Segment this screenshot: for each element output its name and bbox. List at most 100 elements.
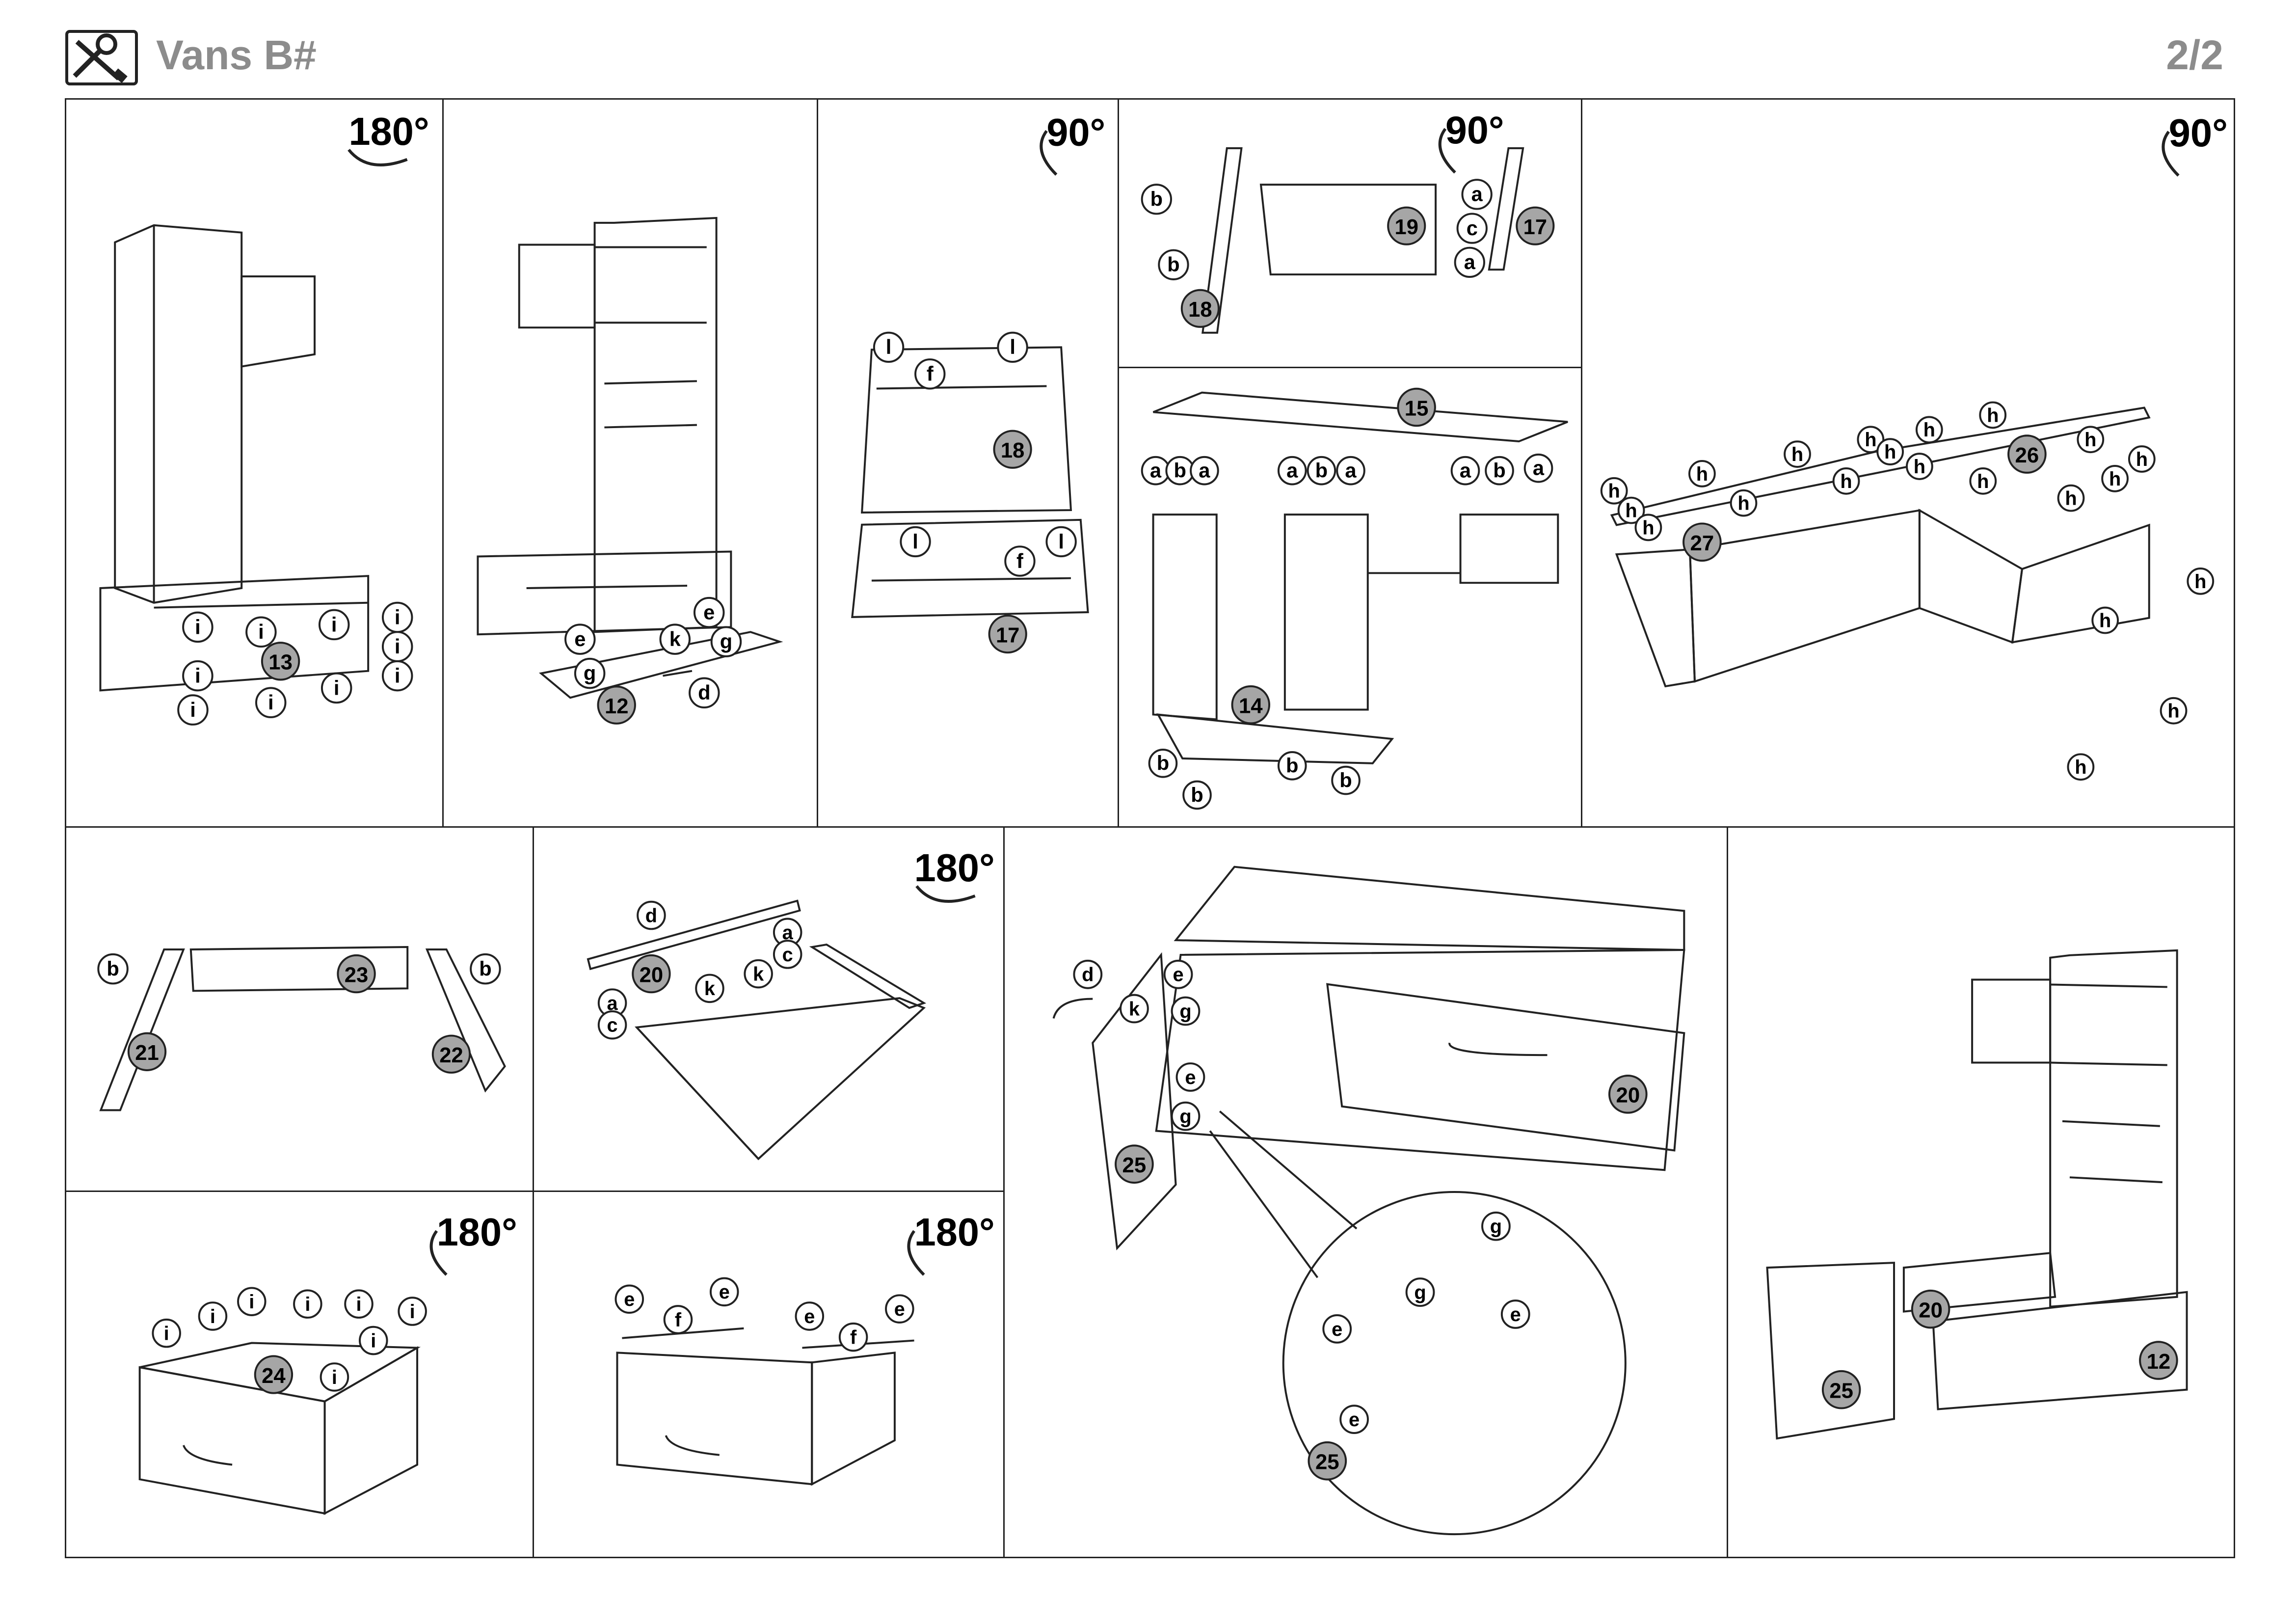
part-22-label: 22 (439, 1043, 463, 1067)
part-12-label-2: 12 (2147, 1350, 2171, 1374)
svg-text:i: i (395, 635, 400, 658)
step-2-panel: 12 e g e k g d (442, 98, 818, 828)
svg-text:b: b (1493, 459, 1505, 482)
part-18-label-2: 18 (1188, 298, 1212, 322)
svg-text:e: e (1332, 1319, 1342, 1340)
svg-text:e: e (804, 1306, 815, 1327)
svg-text:a: a (607, 993, 618, 1014)
step-7-panel: 23 21 22 b b (65, 826, 534, 1192)
svg-text:h: h (1914, 456, 1925, 478)
part-17-label: 17 (996, 623, 1019, 647)
svg-text:e: e (624, 1289, 635, 1310)
svg-text:h: h (2075, 757, 2086, 778)
svg-text:d: d (645, 905, 657, 926)
svg-text:e: e (1510, 1304, 1521, 1326)
svg-text:e: e (719, 1281, 730, 1303)
rotate-180-label: 180° (348, 109, 429, 153)
svg-text:k: k (704, 978, 716, 1000)
svg-text:g: g (1490, 1216, 1502, 1238)
svg-text:h: h (1791, 444, 1803, 465)
step-1-panel: 180° 13 i i i i i i i i i i (65, 98, 444, 828)
svg-text:b: b (1286, 754, 1298, 777)
svg-text:h: h (1987, 405, 1999, 426)
part-25-label: 25 (1122, 1153, 1147, 1177)
svg-text:b: b (1167, 253, 1179, 276)
svg-text:e: e (574, 627, 586, 650)
svg-text:b: b (1339, 769, 1352, 792)
svg-text:i: i (195, 664, 201, 687)
svg-text:i: i (395, 605, 400, 628)
svg-text:h: h (2167, 701, 2179, 722)
svg-text:e: e (1349, 1409, 1360, 1431)
svg-text:i: i (195, 615, 201, 638)
part-20-label-2: 20 (1616, 1083, 1640, 1108)
svg-text:i: i (356, 1294, 362, 1315)
svg-text:e: e (1173, 964, 1183, 986)
svg-text:i: i (371, 1330, 376, 1352)
step-12-panel: 180° e f e e f e (533, 1191, 1005, 1558)
svg-text:i: i (334, 676, 340, 699)
svg-text:i: i (164, 1323, 169, 1345)
svg-text:g: g (720, 630, 732, 653)
svg-text:e: e (703, 600, 715, 623)
svg-text:a: a (1471, 183, 1483, 206)
svg-text:a: a (1464, 250, 1476, 273)
part-15-label: 15 (1405, 396, 1429, 420)
svg-text:a: a (782, 922, 794, 944)
rotate-90-label-3: 90° (2169, 111, 2228, 155)
svg-text:b: b (1150, 188, 1163, 211)
svg-text:i: i (268, 691, 274, 714)
svg-text:b: b (1191, 783, 1203, 806)
svg-text:b: b (107, 957, 119, 980)
svg-text:f: f (675, 1309, 682, 1331)
step-10-panel: 25 20 12 (1727, 826, 2235, 1558)
svg-text:g: g (1179, 1001, 1191, 1022)
part-20-label: 20 (640, 963, 664, 987)
step-6-panel: 90° 26 27 h h h h h h h h h h h h h h (1581, 98, 2235, 828)
svg-text:l: l (1010, 335, 1015, 358)
step-5-panel: 15 14 a b a a b a a b a b b b b (1118, 367, 1582, 828)
part-24-label: 24 (262, 1364, 286, 1388)
step-4-panel: 90° 19 17 18 b b a c a (1118, 98, 1582, 368)
svg-text:l: l (1058, 530, 1064, 553)
svg-text:h: h (2194, 571, 2206, 593)
svg-text:a: a (1150, 459, 1162, 482)
svg-text:h: h (1625, 500, 1637, 522)
svg-text:i: i (332, 1367, 337, 1388)
rotate-180-label-2: 180° (914, 846, 995, 890)
step-11-panel: 180° 24 i i i i i i i i (65, 1191, 534, 1558)
svg-text:h: h (1923, 419, 1935, 441)
svg-text:f: f (1016, 549, 1023, 572)
svg-text:c: c (1467, 217, 1478, 240)
svg-text:k: k (669, 627, 681, 650)
rotate-90-label: 90° (1046, 110, 1105, 154)
svg-text:i: i (410, 1301, 415, 1323)
svg-text:d: d (1082, 964, 1094, 986)
svg-text:k: k (1129, 998, 1140, 1020)
svg-text:h: h (1608, 481, 1620, 502)
svg-text:i: i (258, 620, 264, 643)
part-26-label: 26 (2015, 443, 2039, 467)
svg-text:h: h (1977, 471, 1989, 492)
svg-text:d: d (698, 681, 710, 704)
svg-text:h: h (2136, 449, 2148, 470)
step-3-panel: 90° 18 17 l f l l f l (817, 98, 1119, 828)
svg-text:c: c (607, 1015, 618, 1036)
step-8-panel: 180° 20 d a c k k a c (533, 826, 1005, 1192)
svg-text:f: f (927, 362, 934, 385)
part-21-label: 21 (135, 1041, 159, 1065)
part-19-label: 19 (1395, 216, 1418, 239)
rotate-180-label-4: 180° (914, 1210, 995, 1254)
svg-text:a: a (1199, 459, 1210, 482)
svg-text:i: i (395, 664, 400, 687)
svg-text:i: i (249, 1291, 254, 1313)
part-17-label-2: 17 (1523, 216, 1547, 239)
part-12-label: 12 (605, 694, 629, 718)
svg-text:h: h (2084, 429, 2096, 451)
svg-text:a: a (1460, 459, 1471, 482)
svg-text:f: f (850, 1327, 857, 1349)
svg-text:e: e (894, 1299, 905, 1320)
svg-text:e: e (1185, 1067, 1196, 1088)
svg-text:c: c (782, 944, 793, 966)
svg-text:a: a (1286, 459, 1298, 482)
